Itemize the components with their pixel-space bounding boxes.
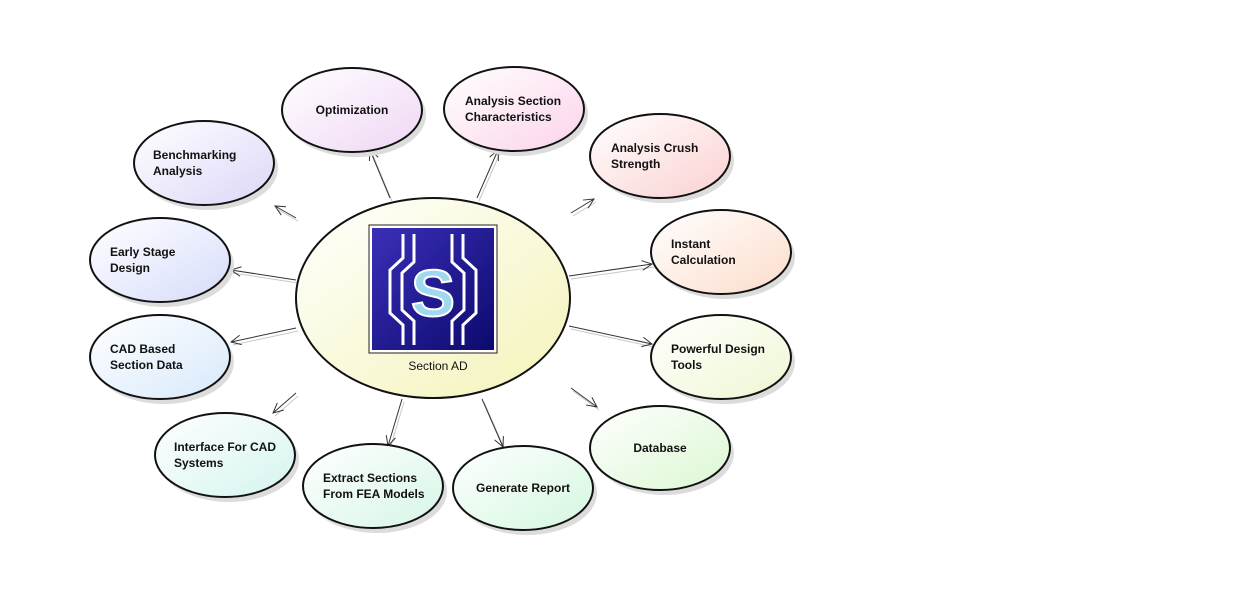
node-ellipse bbox=[650, 209, 792, 295]
connector-arrows bbox=[229, 148, 655, 451]
node-label-line: From FEA Models bbox=[323, 487, 425, 501]
node-database[interactable]: Database bbox=[589, 405, 734, 495]
node-label-line: CAD Based bbox=[110, 342, 175, 356]
node-ellipse bbox=[133, 120, 275, 206]
connector-arrow bbox=[481, 398, 506, 451]
connector-arrow bbox=[368, 148, 393, 202]
feature-nodes: Optimization Analysis SectionCharacterist… bbox=[89, 66, 795, 535]
node-label-line: Strength bbox=[611, 157, 660, 171]
connector-arrow bbox=[229, 327, 299, 346]
center-label: Section AD bbox=[408, 359, 468, 373]
node-interface-for-cad-systems[interactable]: Interface For CAD Systems bbox=[154, 412, 299, 502]
node-label-line: Interface For CAD bbox=[174, 440, 276, 454]
node-label-line: Database bbox=[633, 441, 687, 455]
node-label-line: Design bbox=[110, 261, 150, 275]
node-ellipse bbox=[154, 412, 296, 498]
node-ellipse bbox=[589, 113, 731, 199]
center-node[interactable]: S Section AD bbox=[295, 197, 571, 399]
connector-arrow bbox=[476, 148, 501, 202]
node-label-line: Analysis Section bbox=[465, 94, 561, 108]
node-generate-report[interactable]: Generate Report bbox=[452, 445, 597, 535]
node-label-line: Systems bbox=[174, 456, 224, 470]
node-label-line: Optimization bbox=[316, 103, 389, 117]
node-label-line: Benchmarking bbox=[153, 148, 236, 162]
node-ellipse bbox=[650, 314, 792, 400]
node-ellipse bbox=[443, 66, 585, 152]
node-label-line: Extract Sections bbox=[323, 471, 417, 485]
node-label-line: Powerful Design bbox=[671, 342, 765, 356]
node-label-line: Generate Report bbox=[476, 481, 570, 495]
node-label-line: Tools bbox=[671, 358, 702, 372]
node-ellipse bbox=[589, 405, 731, 491]
node-ellipse bbox=[89, 217, 231, 303]
connector-arrow bbox=[385, 398, 405, 450]
node-ellipse bbox=[302, 443, 444, 529]
connector-arrow bbox=[570, 198, 597, 217]
logo-letter: S bbox=[411, 256, 455, 330]
connector-arrow bbox=[272, 392, 299, 417]
connector-arrow bbox=[568, 260, 655, 280]
node-ellipse bbox=[281, 67, 423, 153]
node-label-line: Analysis bbox=[153, 164, 203, 178]
node-ellipse bbox=[452, 445, 594, 531]
connector-arrow bbox=[570, 387, 600, 411]
node-label-line: Section Data bbox=[110, 358, 183, 372]
node-label-line: Characteristics bbox=[465, 110, 552, 124]
connector-arrow bbox=[229, 266, 299, 284]
section-ad-logo-icon: S bbox=[368, 224, 498, 354]
connector-arrow bbox=[568, 325, 655, 348]
node-optimization[interactable]: Optimization bbox=[281, 67, 426, 157]
node-label-line: Early Stage bbox=[110, 245, 176, 259]
node-ellipse bbox=[89, 314, 231, 400]
node-label-line: Calculation bbox=[671, 253, 736, 267]
connector-arrow bbox=[274, 205, 299, 222]
node-label-line: Instant bbox=[671, 237, 710, 251]
node-label-line: Analysis Crush bbox=[611, 141, 698, 155]
